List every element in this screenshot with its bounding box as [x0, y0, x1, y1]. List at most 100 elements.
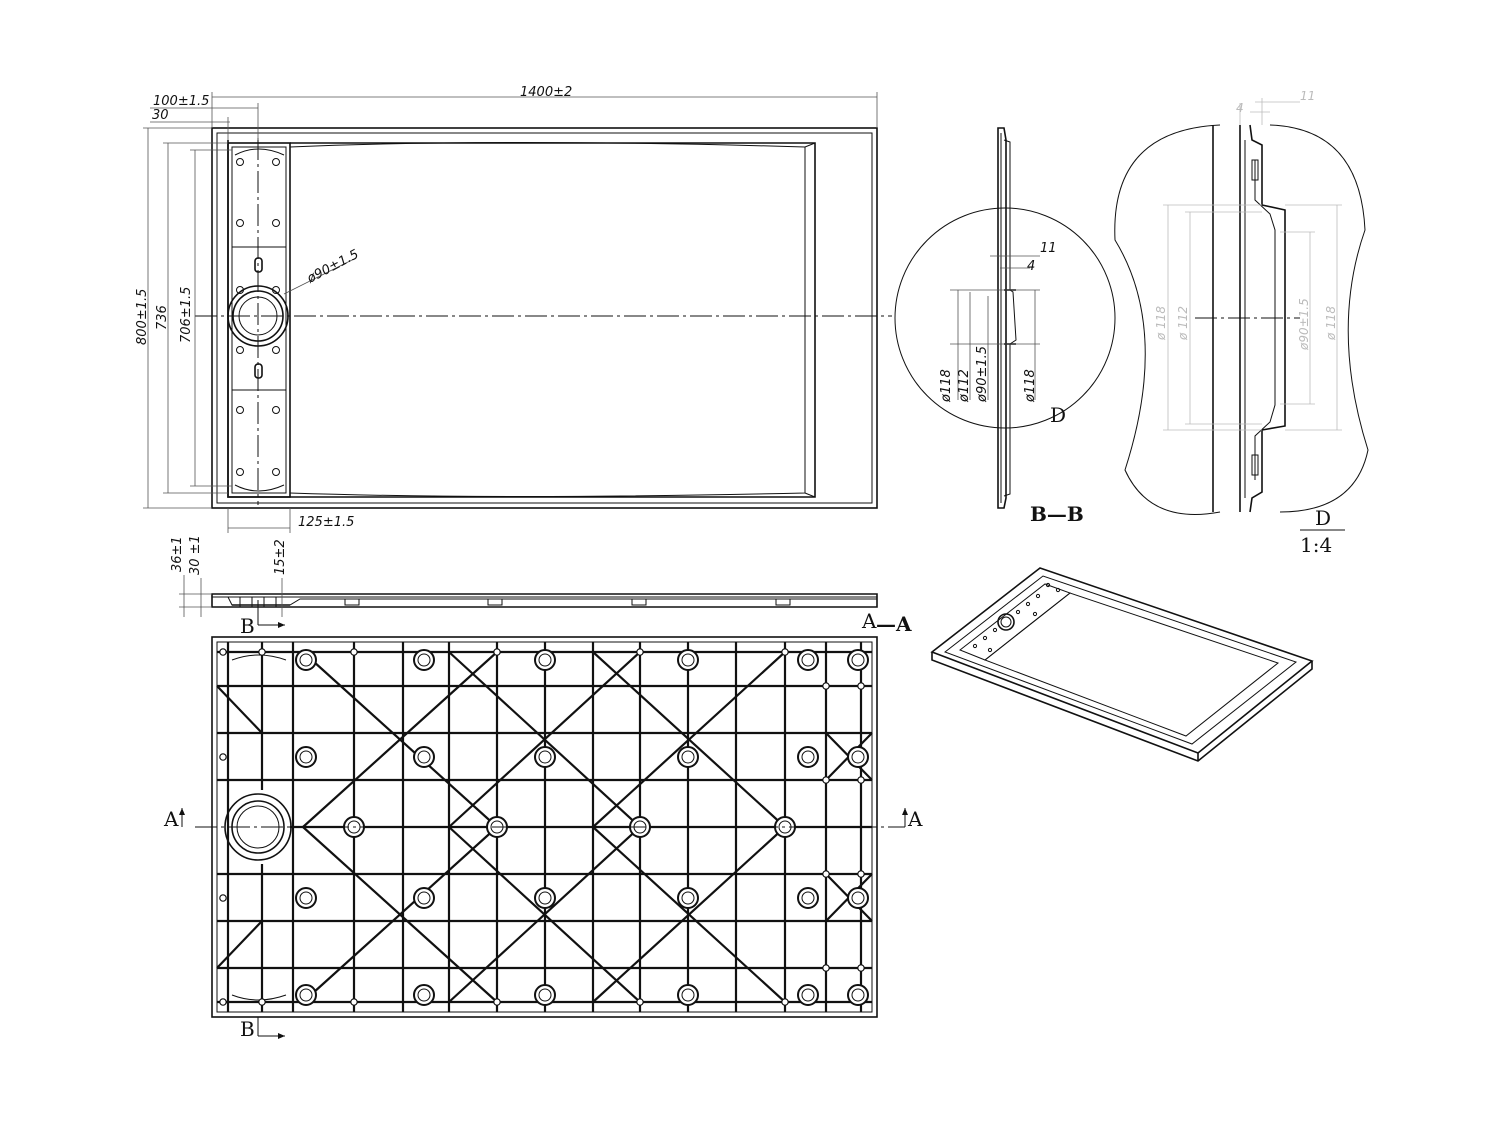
support-boss-inner — [417, 988, 431, 1002]
support-boss — [413, 746, 435, 768]
support-boss-inner — [299, 891, 313, 905]
bb-dim-11: 11 — [1040, 241, 1057, 256]
section-mark-b-top: B — [240, 614, 255, 638]
support-boss-inner — [538, 653, 552, 667]
support-boss — [797, 887, 819, 909]
bb-d118-left: ø118 — [939, 369, 954, 403]
support-boss — [677, 746, 699, 768]
dim-lip-15: 15±2 — [273, 539, 288, 575]
support-boss-inner — [417, 750, 431, 764]
dim-height-36: 36±1 — [170, 536, 185, 572]
detail-d-scale: 1:4 — [1300, 533, 1332, 557]
side-view-dimensions: 36±1 30 ±1 15±2 B A —A — [170, 535, 912, 638]
small-hole — [258, 998, 266, 1006]
d-dim-4: 4 — [1236, 101, 1244, 115]
small-hole — [350, 998, 358, 1006]
support-boss-inner — [299, 988, 313, 1002]
support-boss-inner — [417, 891, 431, 905]
bb-d112: ø112 — [957, 369, 972, 403]
support-boss — [677, 649, 699, 671]
d-d118-left: ø 118 — [1154, 306, 1168, 341]
detail-d-view: 4 11 ø 118 ø 112 ø90±1.5 ø 118 D 1:4 — [1114, 89, 1369, 557]
section-mark-a-right: A — [907, 807, 923, 831]
support-boss — [295, 746, 317, 768]
small-hole — [822, 682, 830, 690]
support-boss — [847, 887, 869, 909]
support-boss — [847, 746, 869, 768]
small-hole — [857, 870, 865, 878]
dim-inner-736: 736 — [155, 305, 170, 330]
support-boss — [847, 649, 869, 671]
small-hole — [219, 753, 227, 761]
d-dim-11: 11 — [1300, 89, 1315, 103]
section-mark-b-bottom: B — [240, 1017, 255, 1041]
dim-drain-diameter: ø90±1.5 — [304, 247, 361, 287]
bb-dim-4: 4 — [1027, 259, 1035, 274]
support-boss-inner — [538, 988, 552, 1002]
small-hole — [636, 998, 644, 1006]
dim-drain-offset: 125±1.5 — [298, 515, 354, 530]
small-hole — [636, 648, 644, 656]
section-bb-title: B—B — [1030, 502, 1084, 526]
support-boss — [295, 649, 317, 671]
bb-d118-right: ø118 — [1023, 369, 1038, 403]
bb-d90: ø90±1.5 — [975, 346, 990, 403]
support-boss-inner — [801, 988, 815, 1002]
bottom-view-bosses — [219, 648, 869, 1006]
small-hole — [781, 998, 789, 1006]
small-hole — [350, 648, 358, 656]
support-boss-inner — [538, 891, 552, 905]
small-hole — [822, 870, 830, 878]
support-boss — [534, 984, 556, 1006]
support-boss — [797, 649, 819, 671]
support-boss-inner — [801, 891, 815, 905]
small-hole — [493, 998, 501, 1006]
support-boss — [797, 984, 819, 1006]
small-hole — [781, 648, 789, 656]
channel-screw-holes — [236, 158, 280, 476]
small-hole — [857, 682, 865, 690]
dim-inner-706: 706±1.5 — [179, 287, 194, 343]
support-boss — [677, 984, 699, 1006]
support-boss — [413, 984, 435, 1006]
support-boss-inner — [681, 653, 695, 667]
support-boss-inner — [851, 988, 865, 1002]
small-hole — [258, 648, 266, 656]
support-boss — [295, 887, 317, 909]
top-view — [195, 127, 892, 509]
d-d112: ø 112 — [1176, 306, 1190, 341]
support-boss — [413, 887, 435, 909]
support-boss-inner — [851, 891, 865, 905]
support-boss-inner — [681, 988, 695, 1002]
support-boss-inner — [801, 653, 815, 667]
section-aa-label: —A — [876, 612, 912, 636]
dim-offset-30: 30 — [152, 108, 169, 123]
section-aa-prefix: A — [861, 609, 877, 633]
dim-overall-length: 1400±2 — [520, 85, 572, 100]
top-view-dimensions: 1400±2 100±1.5 30 800±1.5 736 706±1.5 ø9… — [135, 85, 878, 533]
d-d118-right: ø 118 — [1324, 306, 1338, 341]
small-hole — [219, 998, 227, 1006]
section-bb-view: 11 4 ø118 ø112 ø90±1.5 ø118 D B—B — [894, 127, 1116, 526]
support-boss — [847, 984, 869, 1006]
detail-d-title: D — [1315, 506, 1331, 530]
section-mark-a-left: A — [163, 807, 179, 831]
dim-offset-100: 100±1.5 — [153, 94, 209, 109]
isometric-view — [930, 567, 1314, 762]
support-boss-inner — [681, 750, 695, 764]
small-hole — [219, 648, 227, 656]
small-hole — [219, 894, 227, 902]
d-d90: ø90±1.5 — [1297, 298, 1311, 351]
support-boss — [413, 649, 435, 671]
support-boss-inner — [801, 750, 815, 764]
support-boss-inner — [681, 891, 695, 905]
small-hole — [822, 964, 830, 972]
support-boss — [677, 887, 699, 909]
support-boss-inner — [299, 750, 313, 764]
dim-overall-width: 800±1.5 — [135, 289, 150, 345]
small-hole — [857, 964, 865, 972]
support-boss-inner — [538, 750, 552, 764]
bottom-view-annotations: A A B — [163, 807, 923, 1041]
side-view — [211, 593, 878, 608]
